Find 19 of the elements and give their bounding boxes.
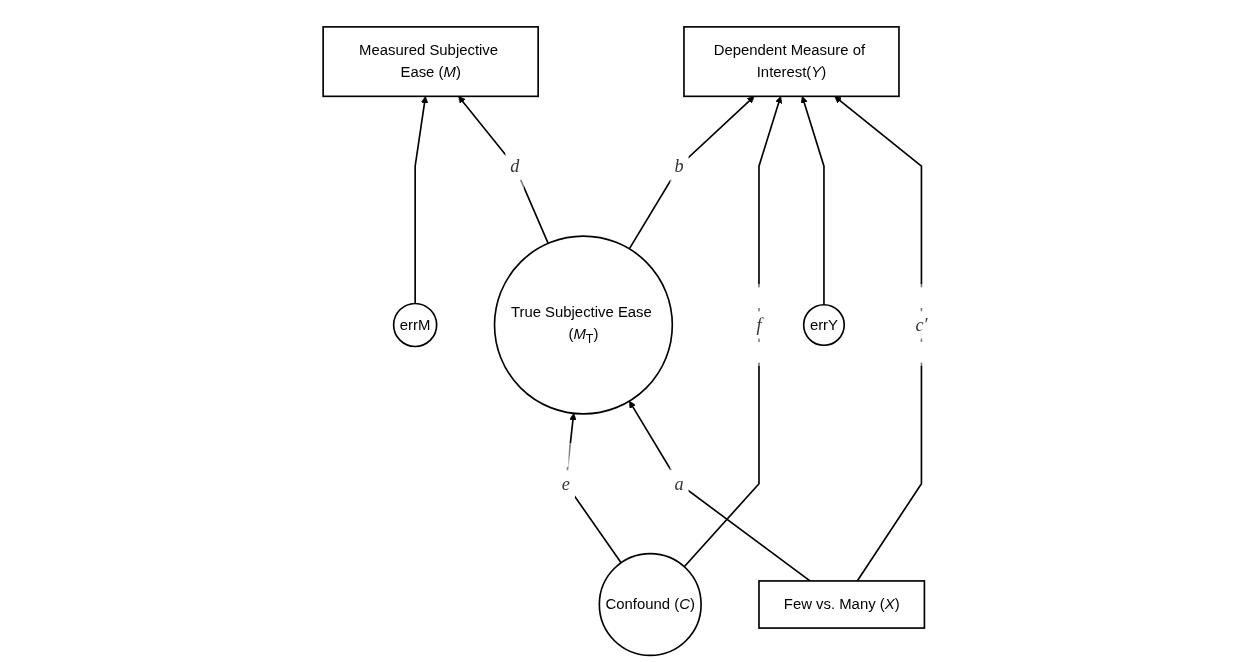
arrow	[414, 96, 429, 305]
edge-label: b	[674, 155, 684, 177]
arrow	[683, 96, 783, 568]
edge-label: c′	[915, 314, 928, 336]
arrow	[629, 400, 811, 582]
node-circle: Confound (C)	[598, 552, 702, 657]
node-circle: True Subjective Ease (M$_{T}$)	[493, 235, 674, 415]
node-circle: errM	[392, 302, 438, 348]
edge-label: a	[674, 473, 684, 495]
edge-label: f	[756, 314, 762, 336]
node-box: Measured Subjective Ease (M)	[322, 26, 539, 98]
node-circle: errY	[802, 303, 846, 347]
arrow	[800, 96, 825, 306]
edge-label: e	[561, 473, 570, 495]
node-box: Dependent Measure of Interest(Y)	[683, 26, 900, 98]
node-box: Few vs. Many (X)	[758, 580, 926, 629]
edge-label: d	[510, 155, 520, 177]
arrow	[458, 96, 549, 245]
arrow	[628, 96, 755, 250]
